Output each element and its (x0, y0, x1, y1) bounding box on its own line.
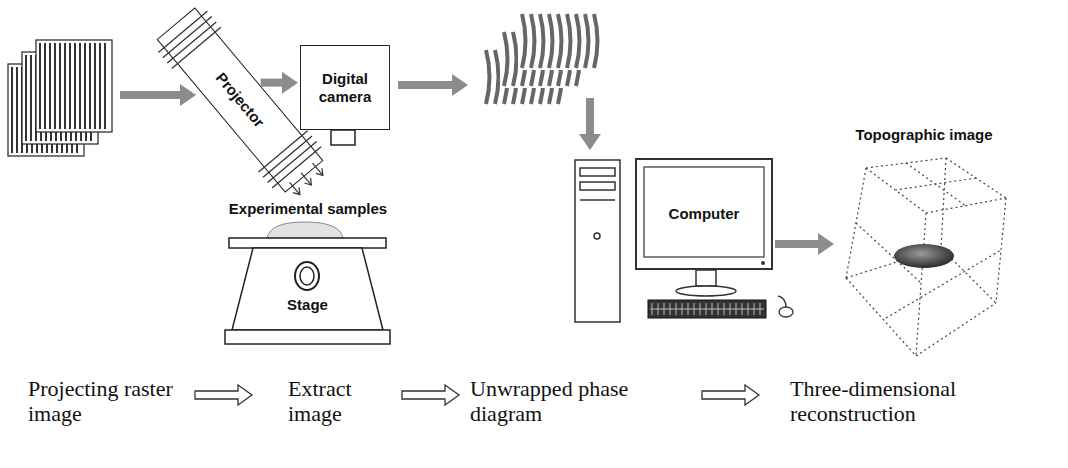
fringe-images (482, 12, 600, 106)
step-label: Projecting raster image (28, 376, 188, 427)
computer-tower (575, 160, 620, 322)
camera-box: Digital camera (300, 45, 390, 130)
flow-arrow (120, 84, 196, 106)
topographic-plot (836, 128, 1012, 360)
sample-label: Experimental samples (228, 200, 388, 218)
stage-outline (225, 238, 390, 346)
mouse (778, 296, 793, 317)
flow-arrow (398, 74, 468, 96)
camera-lens (331, 130, 355, 145)
stage: Stage (225, 238, 390, 346)
node-text: Topographic image (836, 126, 1012, 144)
flow-arrow (579, 98, 601, 150)
node-text: Stage (225, 296, 390, 314)
grating-stack (8, 40, 112, 156)
computer-monitor: Computer (635, 158, 773, 270)
keyboard (648, 300, 766, 318)
monitor-stand (676, 270, 736, 296)
flow-arrow (775, 233, 834, 255)
node-text: Projector (212, 69, 268, 131)
sample-dome (267, 222, 343, 238)
topographic-plot: Topographic image (836, 128, 1012, 360)
step-label: Unwrapped phase diagram (470, 376, 675, 427)
flow-arrow (261, 72, 298, 94)
step-label: Extract image (288, 376, 398, 427)
node-text: Digital camera (307, 70, 383, 106)
node-text: Computer (669, 205, 740, 223)
step-label: Three-dimensional reconstruction (790, 376, 1030, 427)
